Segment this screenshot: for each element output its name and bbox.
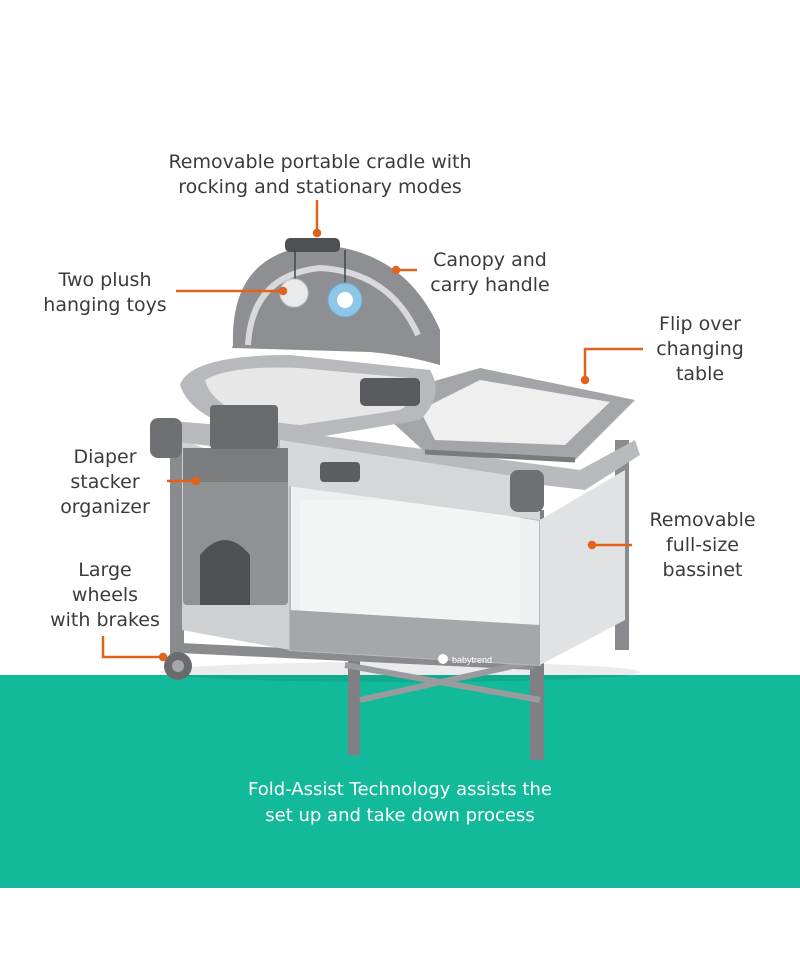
corner-cap-right [510, 470, 544, 512]
carry-handle [285, 238, 340, 252]
label-cradle: Removable portable cradle with rocking a… [168, 151, 472, 198]
leader-lines [101, 200, 643, 662]
brand-logo-icon [438, 654, 448, 664]
cradle-clip [210, 405, 278, 449]
changing-table-edge [424, 449, 576, 463]
toy-lion-face [337, 292, 353, 308]
cradle-control-panel [360, 378, 420, 406]
diaper-opening [200, 540, 250, 605]
label-bassinet: Removable full-size bassinet [649, 509, 756, 581]
brand-logo: babytrend [452, 655, 492, 665]
label-toys: Two plush hanging toys [43, 269, 167, 316]
mesh-side-right [540, 470, 625, 665]
label-wheels: Large wheels with brakes [50, 559, 160, 631]
footer-caption: Fold-Assist Technology assists the set u… [248, 779, 552, 826]
lower-skirt [290, 610, 540, 665]
label-changing-table: Flip over changing table [656, 313, 744, 385]
wheel-hub [172, 660, 184, 672]
changing-pad [420, 380, 610, 445]
label-diaper-organizer: Diaper stacker organizer [60, 446, 150, 518]
corner-cap-left [150, 418, 182, 458]
front-handle [320, 462, 360, 482]
leg-center [348, 660, 360, 755]
base-bar-3 [359, 657, 541, 703]
base-bar-1 [179, 643, 536, 670]
top-rail-fabric [280, 440, 540, 520]
canopy-inner [245, 264, 421, 346]
diaper-organizer-top [183, 448, 288, 482]
label-canopy: Canopy and carry handle [430, 249, 550, 296]
teal-footer-band [0, 675, 800, 888]
leg-front-left [170, 430, 184, 660]
